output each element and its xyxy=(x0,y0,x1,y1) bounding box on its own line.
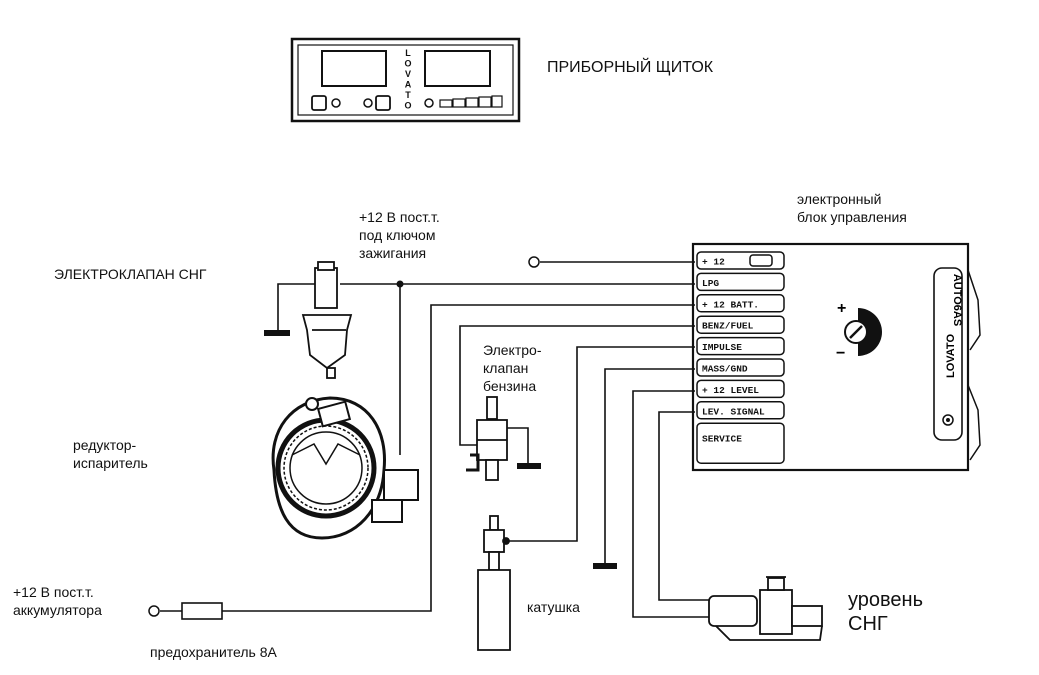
level-label: уровень СНГ xyxy=(848,588,923,636)
ecu-adjust-knob: + − xyxy=(836,300,882,362)
ecu-box: + 12 LPG + 12 BATT. BENZ/FUEL IMPULSE MASS/GN… xyxy=(691,242,981,472)
petrol-valve-label-line2: клапан xyxy=(483,360,529,376)
ecu-pin-label: LEV. SIGNAL xyxy=(702,406,765,417)
panel-brand-letter: T xyxy=(405,90,411,100)
ecu-pin: + 12 LEVEL xyxy=(696,379,785,399)
ecu-brand: LOVATO xyxy=(945,334,957,378)
panel-brand-letter: O xyxy=(404,101,411,111)
ecu-label-line2: блок управления xyxy=(797,209,907,225)
ecu-pin-label: + 12 LEVEL xyxy=(702,385,759,396)
panel-brand-letter: V xyxy=(405,69,411,79)
ecu-pin-list: + 12 LPG + 12 BATT. BENZ/FUEL IMPULSE MASS/GN… xyxy=(696,251,785,464)
battery-label: +12 В пост.т. аккумулятора xyxy=(13,583,102,619)
wires xyxy=(222,256,712,618)
dashboard-panel: LOVATO xyxy=(290,37,521,123)
ecu-pin-label: MASS/GND xyxy=(702,364,748,375)
ecu-pin: LPG xyxy=(696,272,785,292)
petrol-valve-label-line1: Электро- xyxy=(483,342,542,358)
ecu-pin: IMPULSE xyxy=(696,336,785,356)
panel-led-left xyxy=(331,98,341,108)
panel-brand-letter: L xyxy=(405,48,411,58)
ecu-pin-label: + 12 BATT. xyxy=(702,299,759,310)
ecu-pin: + 12 BATT. xyxy=(696,294,785,313)
level-label-line2: СНГ xyxy=(848,613,888,635)
panel-button-left xyxy=(311,95,327,111)
ecu-pin: MASS/GND xyxy=(696,358,785,377)
ground-icon xyxy=(264,330,617,569)
ecu-pin-label: SERVICE xyxy=(702,434,742,445)
knob-minus-sign: − xyxy=(836,345,845,362)
ecu-pin-label: LPG xyxy=(702,278,719,289)
ignition-label: +12 В пост.т. под ключом зажигания xyxy=(359,208,440,262)
coil-label: катушка xyxy=(527,599,580,615)
panel-button-right xyxy=(375,95,391,111)
petrol-solenoid-valve-icon xyxy=(466,396,508,481)
ignition-label-line1: +12 В пост.т. xyxy=(359,209,440,225)
fuse-label: предохранитель 8А xyxy=(150,644,277,660)
ecu-label-plate: LOVATO AUTO6AS xyxy=(933,267,963,441)
level-label-line1: уровень xyxy=(848,589,924,611)
knob-plus-sign: + xyxy=(837,300,846,317)
battery-label-line2: аккумулятора xyxy=(13,602,102,618)
ecu-pin: SERVICE xyxy=(696,422,785,464)
reducer-vaporizer-icon xyxy=(271,396,419,540)
panel-level-bars xyxy=(439,95,503,108)
ignition-label-line2: под ключом xyxy=(359,227,436,243)
reducer-label-line1: редуктор- xyxy=(73,437,137,453)
lpg-valve-label: ЭЛЕКТРОКЛАПАН СНГ xyxy=(54,266,207,282)
ecu-pin-label: + 12 xyxy=(702,257,725,268)
panel-led-middle xyxy=(363,98,373,108)
ignition-label-line3: зажигания xyxy=(359,245,427,261)
panel-brand-letter: O xyxy=(404,59,411,69)
left-display xyxy=(321,50,387,87)
right-display xyxy=(424,50,491,87)
panel-led-right xyxy=(424,98,434,108)
petrol-valve-label: Электро- клапан бензина xyxy=(483,341,541,395)
ecu-pin: + 12 xyxy=(696,251,785,270)
fuse-icon xyxy=(148,602,223,620)
battery-label-line1: +12 В пост.т. xyxy=(13,584,94,600)
reducer-label: редуктор- испаритель xyxy=(73,436,148,472)
panel-brand-letter: A xyxy=(405,80,412,90)
lpg-solenoid-valve-icon xyxy=(301,261,353,379)
ignition-coil-icon xyxy=(477,515,511,651)
petrol-valve-label-line3: бензина xyxy=(483,378,537,394)
ecu-pin: LEV. SIGNAL xyxy=(696,401,785,420)
ecu-pin-label: BENZ/FUEL xyxy=(702,321,754,332)
dashboard-label: ПРИБОРНЫЙ ЩИТОК xyxy=(547,59,714,76)
ecu-pin: BENZ/FUEL xyxy=(696,315,785,334)
ecu-model: AUTO6AS xyxy=(951,274,963,326)
ecu-label-line1: электронный xyxy=(797,191,882,207)
ecu-pin-label: IMPULSE xyxy=(702,342,742,353)
panel-brand: LOVATO xyxy=(404,48,411,111)
reducer-label-line2: испаритель xyxy=(73,455,148,471)
ecu-label: электронный блок управления xyxy=(797,190,907,226)
level-sensor-icon xyxy=(708,576,823,641)
